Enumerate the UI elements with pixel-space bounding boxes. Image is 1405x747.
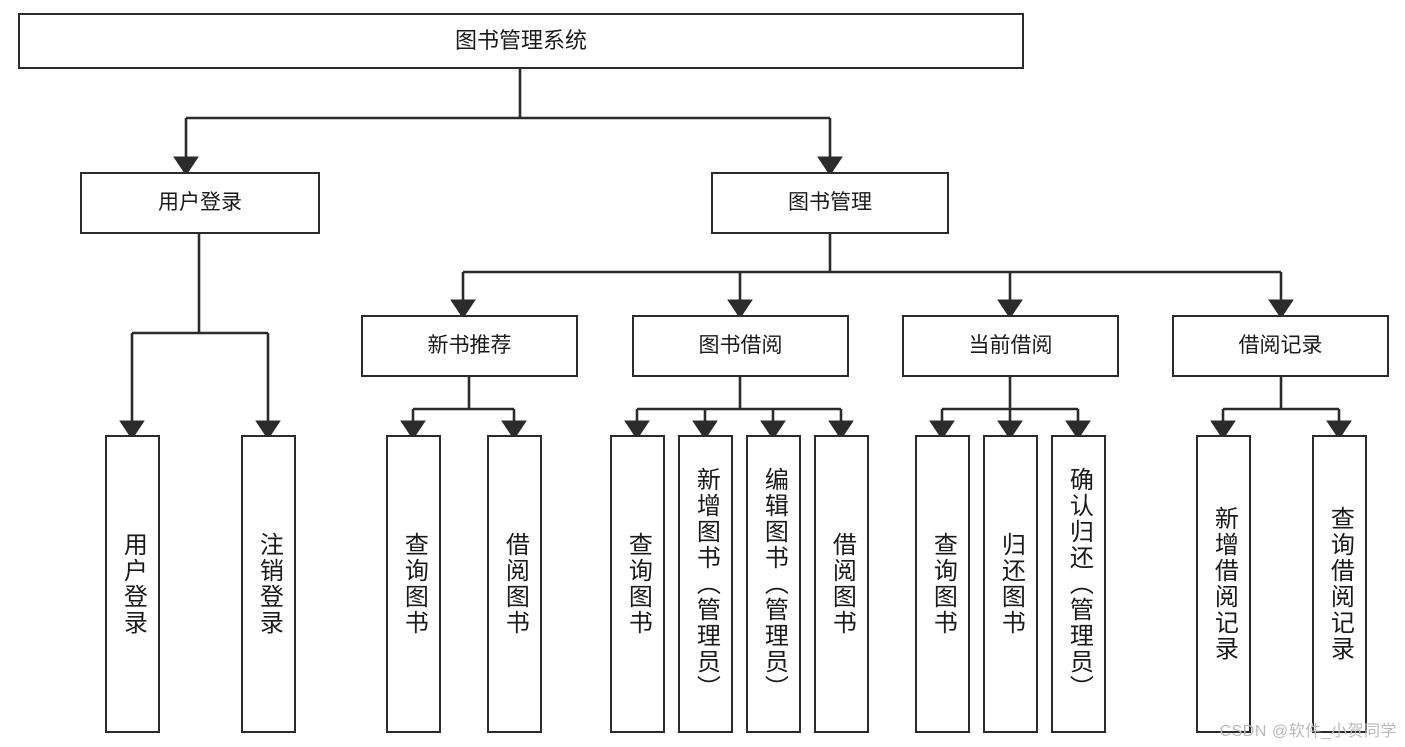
leaf-current-confirm-return-admin-label: 确认归还（管理员） — [1065, 467, 1093, 701]
leaf-logout[interactable]: 注销登录 — [241, 435, 296, 733]
leaf-record-add-record-label: 新增借阅记录 — [1210, 506, 1238, 662]
node-current-borrow[interactable]: 当前借阅 — [902, 315, 1119, 377]
leaf-current-confirm-return-admin[interactable]: 确认归还（管理员） — [1051, 435, 1106, 733]
leaf-logout-label: 注销登录 — [255, 532, 283, 636]
leaf-record-query-record-label: 查询借阅记录 — [1326, 506, 1354, 662]
leaf-borrow-query-book-label: 查询图书 — [624, 532, 652, 636]
leaf-recommend-borrow-book-label: 借阅图书 — [501, 532, 529, 636]
leaf-borrow-borrow-book[interactable]: 借阅图书 — [814, 435, 869, 733]
leaf-recommend-query-book-label: 查询图书 — [400, 532, 428, 636]
node-borrow-record-label: 借阅记录 — [1238, 333, 1323, 357]
node-borrow-record[interactable]: 借阅记录 — [1172, 315, 1389, 377]
leaf-user-login-label: 用户登录 — [119, 532, 147, 636]
node-root-label: 图书管理系统 — [454, 28, 587, 54]
node-book-borrow[interactable]: 图书借阅 — [632, 315, 849, 377]
leaf-current-return-book-label: 归还图书 — [997, 532, 1025, 636]
node-user-login[interactable]: 用户登录 — [80, 172, 320, 234]
leaf-record-query-record[interactable]: 查询借阅记录 — [1312, 435, 1367, 733]
leaf-current-return-book[interactable]: 归还图书 — [983, 435, 1038, 733]
leaf-record-add-record[interactable]: 新增借阅记录 — [1196, 435, 1251, 733]
leaf-recommend-query-book[interactable]: 查询图书 — [386, 435, 441, 733]
node-root[interactable]: 图书管理系统 — [18, 13, 1024, 69]
leaf-current-query-book-label: 查询图书 — [929, 532, 957, 636]
node-book-management[interactable]: 图书管理 — [711, 172, 949, 234]
node-book-borrow-label: 图书借阅 — [698, 333, 783, 357]
node-book-management-label: 图书管理 — [788, 190, 872, 214]
node-new-book-recommend[interactable]: 新书推荐 — [361, 315, 578, 377]
leaf-user-login[interactable]: 用户登录 — [105, 435, 160, 733]
node-new-book-recommend-label: 新书推荐 — [427, 333, 512, 357]
leaf-borrow-edit-book-admin-label: 编辑图书（管理员） — [760, 467, 788, 701]
node-user-login-label: 用户登录 — [158, 190, 242, 214]
leaf-current-query-book[interactable]: 查询图书 — [915, 435, 970, 733]
leaf-borrow-query-book[interactable]: 查询图书 — [610, 435, 665, 733]
leaf-borrow-borrow-book-label: 借阅图书 — [828, 532, 856, 636]
leaf-recommend-borrow-book[interactable]: 借阅图书 — [487, 435, 542, 733]
node-current-borrow-label: 当前借阅 — [968, 333, 1053, 357]
leaf-borrow-edit-book-admin[interactable]: 编辑图书（管理员） — [746, 435, 801, 733]
leaf-borrow-add-book-admin[interactable]: 新增图书（管理员） — [678, 435, 733, 733]
leaf-borrow-add-book-admin-label: 新增图书（管理员） — [692, 467, 720, 701]
